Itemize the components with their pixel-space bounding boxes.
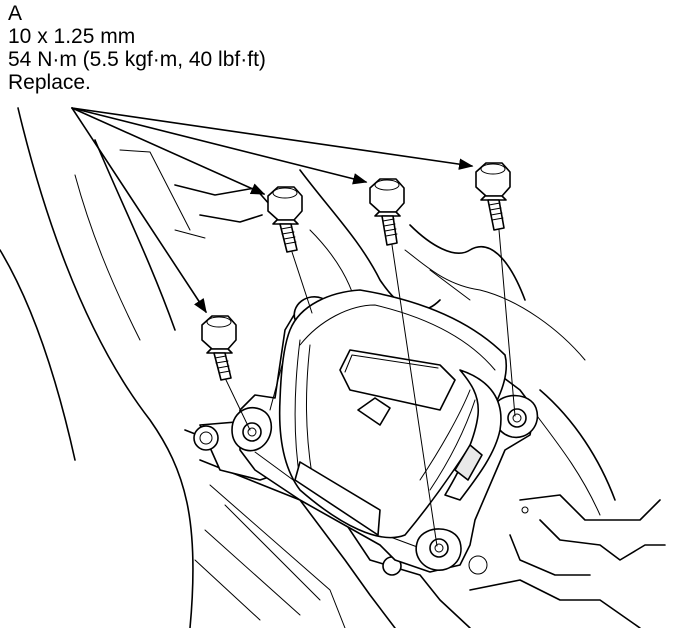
- callout-letter: A: [8, 2, 23, 25]
- callout-leaders: [71, 107, 474, 314]
- body-panel-right: [468, 389, 666, 628]
- install-guide-lines: [225, 229, 516, 547]
- callout-torque-spec: 54 N·m (5.5 kgf·m, 40 lbf·ft): [8, 48, 266, 71]
- bolt-3: [369, 178, 405, 246]
- callout-note: Replace.: [8, 71, 91, 94]
- callout-bolt-size: 10 x 1.25 mm: [8, 25, 136, 48]
- body-panel-left: [0, 107, 194, 628]
- bolt-2: [267, 186, 303, 253]
- bolt-4: [475, 162, 511, 231]
- mount-rubber-body: [278, 289, 508, 539]
- bolt-1: [201, 315, 237, 381]
- callout-annotation: A 10 x 1.25 mm 54 N·m (5.5 kgf·m, 40 lbf…: [8, 2, 266, 94]
